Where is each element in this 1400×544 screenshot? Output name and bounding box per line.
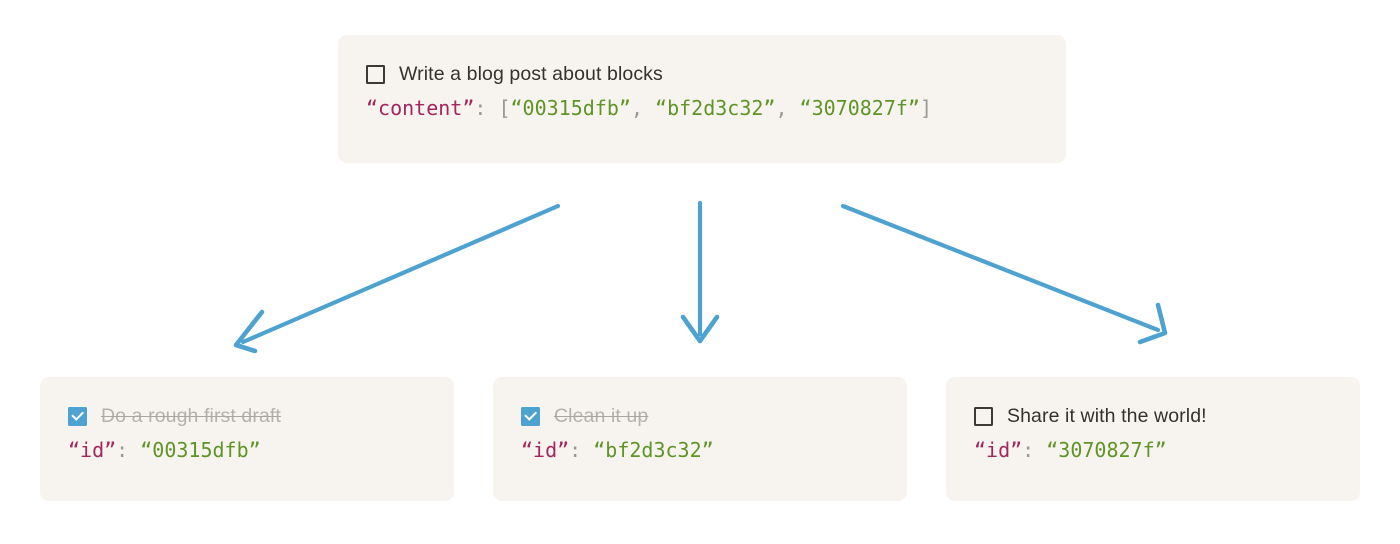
child-todo-row-0: Do a rough first draft xyxy=(68,403,426,429)
json-value-id-0: “00315dfb” xyxy=(140,438,261,462)
root-block-title: Write a blog post about blocks xyxy=(399,62,663,85)
root-todo-row: Write a blog post about blocks xyxy=(366,61,1038,87)
checkbox-checked-icon[interactable] xyxy=(521,406,540,426)
json-open-bracket: [ xyxy=(498,96,511,120)
arrow-to-left-child xyxy=(233,203,561,354)
child-block-title-2: Share it with the world! xyxy=(1007,404,1207,427)
json-key-id-2: “id” xyxy=(974,438,1023,462)
json-value-id-2: “3070827f” xyxy=(1046,438,1167,462)
child-todo-row-1: Clean it up xyxy=(521,403,879,429)
root-block-card[interactable]: Write a blog post about blocks “content”… xyxy=(338,35,1066,163)
child-block-title-1: Clean it up xyxy=(554,404,649,427)
json-key-content: “content” xyxy=(366,96,475,120)
root-block-json: “content”: [“00315dfb”, “bf2d3c32”, “307… xyxy=(366,96,1038,120)
json-separator-0: , xyxy=(630,96,656,120)
json-colon-1: : xyxy=(569,438,582,462)
json-value-0: “00315dfb” xyxy=(510,96,631,120)
json-close-bracket: ] xyxy=(919,96,933,120)
json-value-id-1: “bf2d3c32” xyxy=(593,438,714,462)
checkbox-checked-icon[interactable] xyxy=(68,406,87,426)
json-value-1: “bf2d3c32” xyxy=(655,96,776,120)
child-block-json-2: “id”: “3070827f” xyxy=(974,438,1332,462)
json-value-2: “3070827f” xyxy=(799,96,920,120)
arrow-to-middle-child xyxy=(680,200,720,344)
child-todo-row-2: Share it with the world! xyxy=(974,403,1332,429)
json-key-id-0: “id” xyxy=(68,438,117,462)
child-block-title-0: Do a rough first draft xyxy=(101,404,281,427)
json-colon-0: : xyxy=(116,438,129,462)
json-separator-1: , xyxy=(775,96,800,120)
child-block-card-0[interactable]: Do a rough first draft “id”: “00315dfb” xyxy=(40,377,454,501)
child-block-json-0: “id”: “00315dfb” xyxy=(68,438,426,462)
child-block-card-2[interactable]: Share it with the world! “id”: “3070827f… xyxy=(946,377,1360,501)
child-block-card-1[interactable]: Clean it up “id”: “bf2d3c32” xyxy=(493,377,907,501)
child-block-json-1: “id”: “bf2d3c32” xyxy=(521,438,879,462)
json-colon: : xyxy=(474,96,487,120)
json-key-id-1: “id” xyxy=(521,438,570,462)
checkbox-unchecked-icon[interactable] xyxy=(974,406,993,426)
json-colon-2: : xyxy=(1022,438,1035,462)
checkbox-unchecked-icon[interactable] xyxy=(366,64,385,84)
arrow-to-right-child xyxy=(840,203,1168,345)
